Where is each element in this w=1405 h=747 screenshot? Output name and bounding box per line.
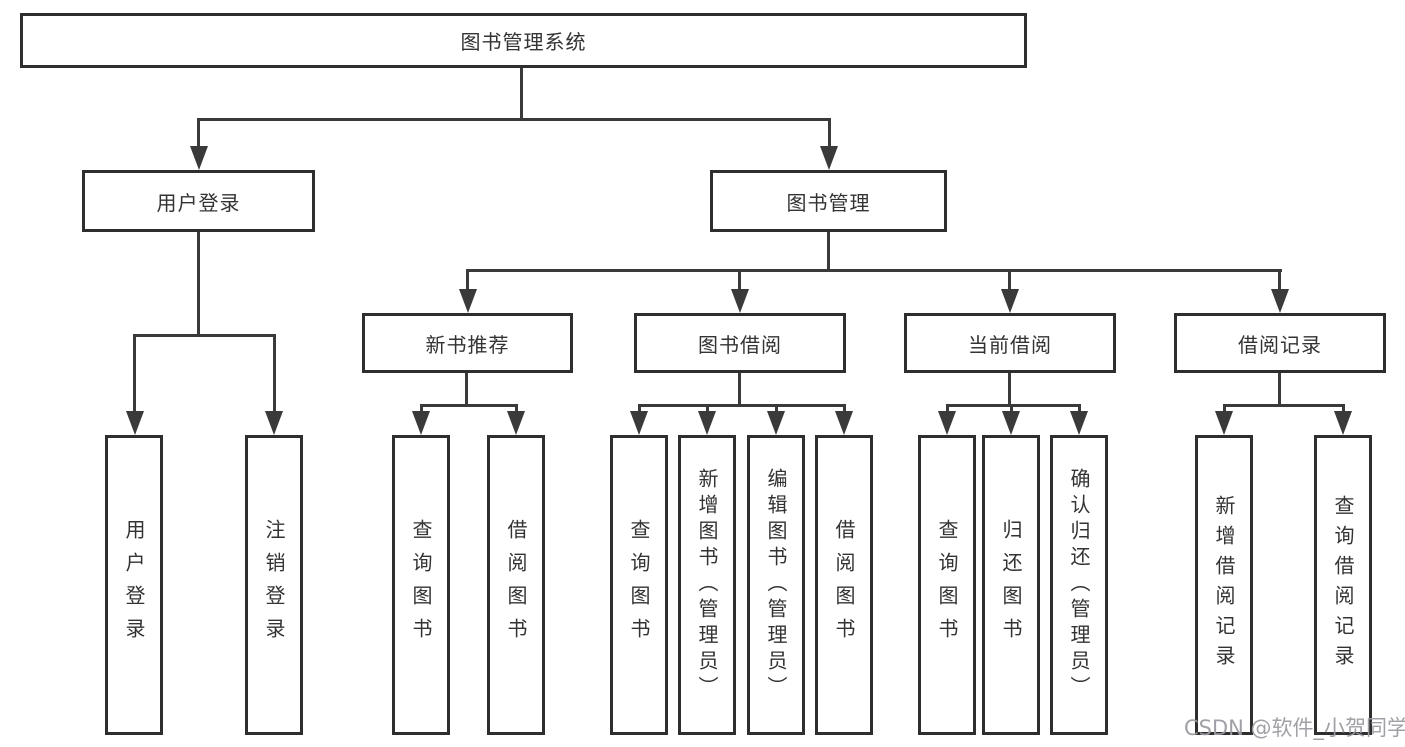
node-borrow-record: 借阅记录 (1174, 313, 1386, 373)
connector-line (1008, 269, 1011, 291)
connector-line (638, 404, 641, 414)
connector-line (828, 118, 831, 148)
leaf-edit-books-admin-label: 编辑图书（管理员） (764, 468, 788, 702)
node-borrow-record-label: 借阅记录 (1238, 332, 1322, 357)
connector-line (946, 404, 949, 414)
connector-line (465, 373, 468, 407)
arrow-down-icon (1002, 411, 1020, 435)
leaf-add-borrow-record: 新增借阅记录 (1195, 435, 1253, 735)
connector-line (515, 404, 518, 414)
node-book-borrow-label: 图书借阅 (698, 332, 782, 357)
arrow-down-icon (630, 411, 648, 435)
node-user-login-label: 用户登录 (156, 190, 241, 215)
leaf-confirm-return-admin: 确认归还（管理员） (1050, 435, 1108, 735)
leaf-query-borrow-record-label: 查询借阅记录 (1331, 495, 1355, 675)
connector-line (420, 404, 423, 414)
arrow-down-icon (698, 411, 716, 435)
arrow-down-icon (265, 411, 283, 435)
connector-line (197, 118, 200, 148)
connector-line (197, 118, 831, 121)
leaf-query-books-recommend: 查询图书 (392, 435, 450, 735)
leaf-confirm-return-admin-label: 确认归还（管理员） (1067, 468, 1091, 702)
node-book-management-label: 图书管理 (786, 190, 871, 215)
node-root-label: 图书管理系统 (460, 30, 587, 54)
connector-line (466, 269, 469, 291)
csdn-watermark: CSDN @软件_小贺同学 (1184, 716, 1405, 740)
connector-line (827, 232, 830, 272)
leaf-borrow-books-label: 借阅图书 (832, 519, 856, 651)
leaf-borrow-books-recommend: 借阅图书 (487, 435, 545, 735)
leaf-return-books-label: 归还图书 (999, 519, 1023, 651)
arrow-down-icon (1001, 289, 1019, 313)
connector-line (466, 269, 1282, 272)
leaf-user-login-label: 用户登录 (122, 519, 146, 651)
connector-line (775, 404, 778, 414)
connector-line (1223, 404, 1345, 407)
connector-line (1278, 373, 1281, 407)
leaf-logout-label: 注销登录 (262, 519, 286, 651)
node-current-borrow-label: 当前借阅 (968, 332, 1052, 357)
node-new-book-recommend-label: 新书推荐 (425, 332, 510, 357)
connector-line (133, 334, 136, 413)
arrow-down-icon (1334, 411, 1352, 435)
leaf-query-books-current-label: 查询图书 (935, 519, 959, 651)
leaf-return-books: 归还图书 (982, 435, 1040, 735)
leaf-query-books-recommend-label: 查询图书 (409, 519, 433, 651)
arrow-down-icon (1271, 289, 1289, 313)
connector-line (738, 269, 741, 291)
leaf-query-borrow-record: 查询借阅记录 (1314, 435, 1372, 735)
node-book-borrow: 图书借阅 (634, 313, 846, 373)
leaf-logout: 注销登录 (245, 435, 303, 735)
arrow-down-icon (459, 289, 477, 313)
leaf-query-books-borrow-label: 查询图书 (627, 519, 651, 651)
node-new-book-recommend: 新书推荐 (362, 313, 573, 373)
connector-line (1010, 404, 1013, 414)
arrow-down-icon (507, 411, 525, 435)
leaf-add-books-admin: 新增图书（管理员） (678, 435, 736, 735)
arrow-down-icon (126, 411, 144, 435)
node-current-borrow: 当前借阅 (904, 313, 1116, 373)
arrow-down-icon (731, 289, 749, 313)
connector-line (1342, 404, 1345, 414)
arrow-down-icon (1070, 411, 1088, 435)
leaf-add-books-admin-label: 新增图书（管理员） (695, 468, 719, 702)
leaf-borrow-books-recommend-label: 借阅图书 (504, 519, 528, 651)
leaf-add-borrow-record-label: 新增借阅记录 (1212, 495, 1236, 675)
arrow-down-icon (412, 411, 430, 435)
node-root: 图书管理系统 (20, 13, 1027, 68)
leaf-borrow-books: 借阅图书 (815, 435, 873, 735)
connector-line (197, 232, 200, 337)
connector-line (1008, 373, 1011, 407)
leaf-user-login: 用户登录 (105, 435, 163, 735)
connector-line (420, 404, 518, 407)
connector-line (1223, 404, 1226, 414)
connector-line (706, 404, 709, 414)
arrow-down-icon (820, 146, 838, 170)
connector-line (1078, 404, 1081, 414)
connector-line (273, 334, 276, 413)
node-book-management: 图书管理 (710, 170, 947, 232)
connector-line (738, 373, 741, 407)
arrow-down-icon (938, 411, 956, 435)
connector-line (843, 404, 846, 414)
arrow-down-icon (190, 146, 208, 170)
arrow-down-icon (1215, 411, 1233, 435)
arrow-down-icon (835, 411, 853, 435)
arrow-down-icon (767, 411, 785, 435)
connector-line (520, 68, 523, 120)
node-user-login: 用户登录 (82, 170, 315, 232)
leaf-query-books-current: 查询图书 (918, 435, 976, 735)
leaf-query-books-borrow: 查询图书 (610, 435, 668, 735)
connector-line (638, 404, 846, 407)
connector-line (133, 334, 276, 337)
connector-line (1278, 269, 1281, 291)
connector-line (946, 404, 1080, 407)
leaf-edit-books-admin: 编辑图书（管理员） (747, 435, 805, 735)
